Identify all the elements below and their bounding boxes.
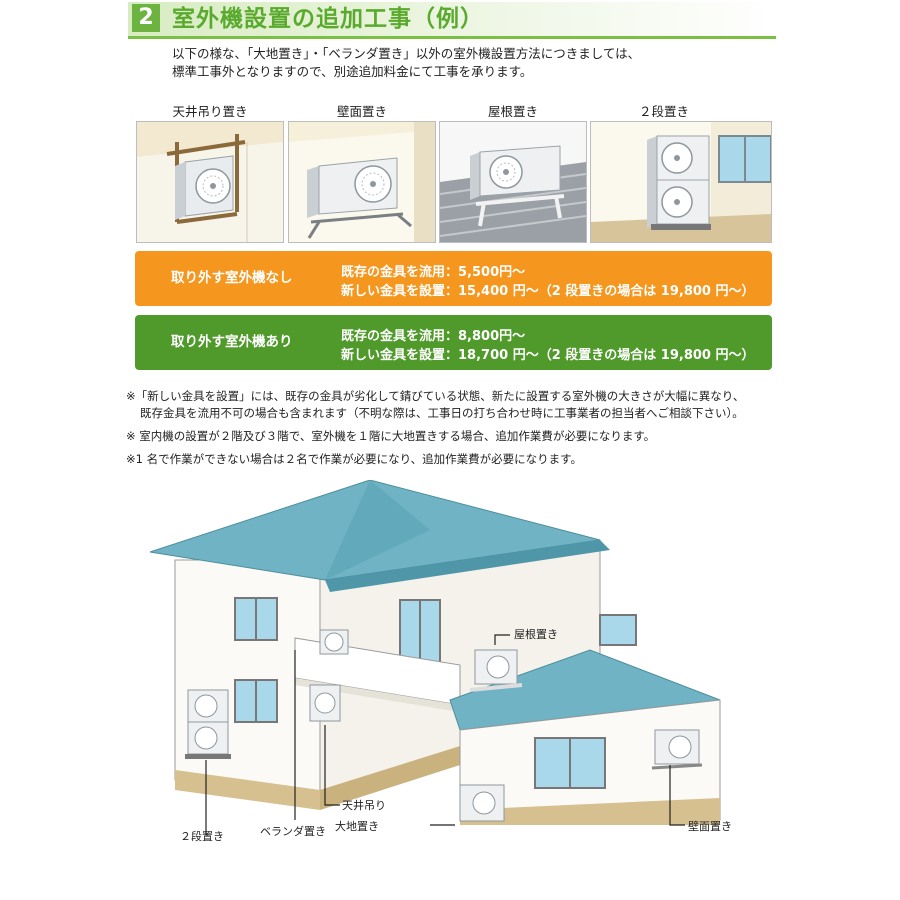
roof-mount-illustration bbox=[439, 121, 587, 243]
label-ground: 大地置き bbox=[335, 820, 379, 833]
intro-line-1: 以下の様な、「大地置き」・「ベランダ置き」以外の室外機設置方法につきましては、 bbox=[172, 46, 641, 61]
label-two-tier: ２段置き bbox=[180, 830, 224, 843]
price-bar-with-removal: 取り外す室外機あり 既存の金具を流用：8,800円～ 新しい金具を設置：18,7… bbox=[135, 315, 772, 370]
section-title: 室外機設置の追加工事（例） bbox=[172, 6, 484, 32]
two-tier-illustration bbox=[590, 121, 772, 243]
price-bar-without-removal: 取り外す室外機なし 既存の金具を流用：5,500円～ 新しい金具を設置：15,4… bbox=[135, 251, 772, 306]
price-new-bracket: 新しい金具を設置：15,400 円～（2 段置きの場合は 19,800 円～） bbox=[341, 284, 755, 299]
price-existing-bracket: 既存の金具を流用：5,500円～ bbox=[341, 265, 526, 280]
method-ceiling: 天井吊り置き bbox=[136, 103, 284, 243]
price-heading: 取り外す室外機あり bbox=[171, 334, 293, 350]
label-wall: 壁面置き bbox=[688, 820, 732, 833]
wall-mount-illustration bbox=[288, 121, 436, 243]
price-heading: 取り外す室外機なし bbox=[171, 270, 293, 286]
label-roof: 屋根置き bbox=[514, 628, 558, 641]
label-veranda: ベランダ置き bbox=[260, 825, 326, 838]
label-ceiling: 天井吊り bbox=[342, 799, 386, 812]
method-wall: 壁面置き bbox=[288, 103, 436, 243]
intro-line-2: 標準工事外となりますので、別途追加料金にて工事を承ります。 bbox=[172, 64, 533, 79]
note-1-continued: 既存金具を流用不可の場合も含まれます（不明な際は、工事日の打ち合わせ時に工事業者… bbox=[140, 406, 744, 420]
price-new-bracket: 新しい金具を設置：18,700 円～（2 段置きの場合は 19,800 円～） bbox=[341, 348, 755, 363]
method-label: 屋根置き bbox=[487, 104, 538, 119]
section-number: 2 bbox=[132, 4, 160, 32]
method-roof: 屋根置き bbox=[439, 103, 587, 243]
method-label: 壁面置き bbox=[336, 104, 387, 119]
house-illustration: 屋根置き 天井吊り 大地置き ベランダ置き ２段置き 壁面置き bbox=[130, 479, 770, 860]
method-label: ２段置き bbox=[638, 104, 689, 119]
method-two-tier: ２段置き bbox=[590, 103, 772, 243]
price-existing-bracket: 既存の金具を流用：8,800円～ bbox=[341, 329, 526, 344]
note-2: ※ 室内機の設置が２階及び３階で、室外機を１階に大地置きする場合、追加作業費が必… bbox=[126, 429, 656, 443]
note-3: ※1 名で作業ができない場合は２名で作業が必要になり、追加作業費が必要になります… bbox=[126, 452, 582, 466]
ceiling-hang-illustration bbox=[136, 121, 284, 243]
section-header: 2 室外機設置の追加工事（例） bbox=[128, 2, 776, 39]
notes: ※「新しい金具を設置」には、既存の金具が劣化して錆びている状態、新たに設置する室… bbox=[126, 388, 786, 474]
note-1: ※「新しい金具を設置」には、既存の金具が劣化して錆びている状態、新たに設置する室… bbox=[126, 389, 745, 403]
intro-text: 以下の様な、「大地置き」・「ベランダ置き」以外の室外機設置方法につきましては、 … bbox=[172, 45, 792, 81]
method-label: 天井吊り置き bbox=[172, 104, 248, 119]
